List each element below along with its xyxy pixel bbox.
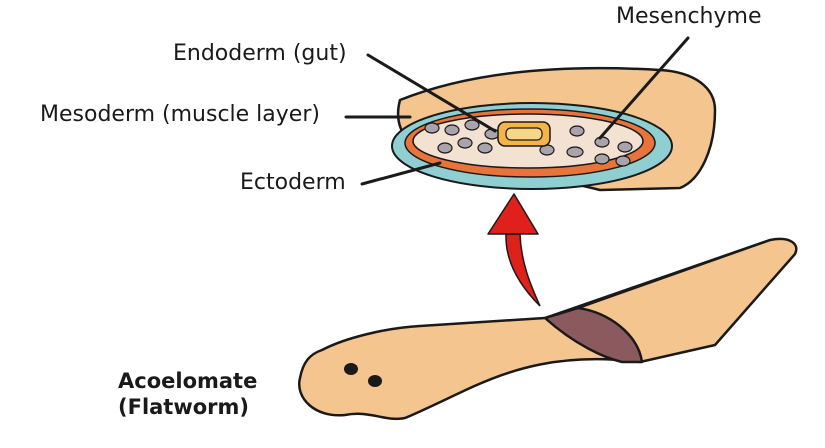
mesenchyme-cell xyxy=(569,125,585,137)
flatworm xyxy=(297,237,798,421)
leader-endoderm xyxy=(366,53,497,133)
mesenchyme-cell xyxy=(457,137,473,149)
organism-label: Acoelomate (Flatworm) xyxy=(118,368,257,421)
red-arrow xyxy=(487,193,541,307)
label-endoderm: Endoderm (gut) xyxy=(173,41,347,66)
eyespot-right xyxy=(368,375,382,387)
mesenchyme-cell xyxy=(477,142,493,154)
leader-lines xyxy=(344,36,690,186)
leader-ectoderm xyxy=(360,161,442,186)
mesenchyme-cell xyxy=(615,155,631,167)
label-mesoderm: Mesoderm (muscle layer) xyxy=(40,102,320,127)
gut-lumen xyxy=(505,127,543,141)
label-mesenchyme: Mesenchyme xyxy=(616,4,762,29)
leader-mesenchyme xyxy=(598,36,690,140)
mesenchyme-cell xyxy=(594,153,610,165)
flatworm-upper-edge xyxy=(577,238,771,310)
organism-label-line2: (Flatworm) xyxy=(118,395,250,420)
mesenchyme-cell xyxy=(444,124,460,136)
mesenchyme-cell xyxy=(437,142,453,154)
arrow-shaft xyxy=(505,233,541,307)
eyespot-left xyxy=(344,363,358,375)
mesenchyme-cell xyxy=(464,119,480,131)
flatworm-cut-face xyxy=(543,306,644,364)
organism-label-line1: Acoelomate xyxy=(118,369,258,393)
cross-section xyxy=(391,66,717,192)
label-ectoderm: Ectoderm xyxy=(240,170,346,195)
mesenchyme-cell xyxy=(566,146,584,158)
flatworm-body xyxy=(297,237,798,421)
mesenchyme-cell xyxy=(594,136,610,148)
mesenchyme-cell xyxy=(424,122,440,134)
mesenchyme-cell xyxy=(617,141,633,153)
mesenchyme-cells xyxy=(424,119,633,167)
arrow-head xyxy=(487,193,539,235)
